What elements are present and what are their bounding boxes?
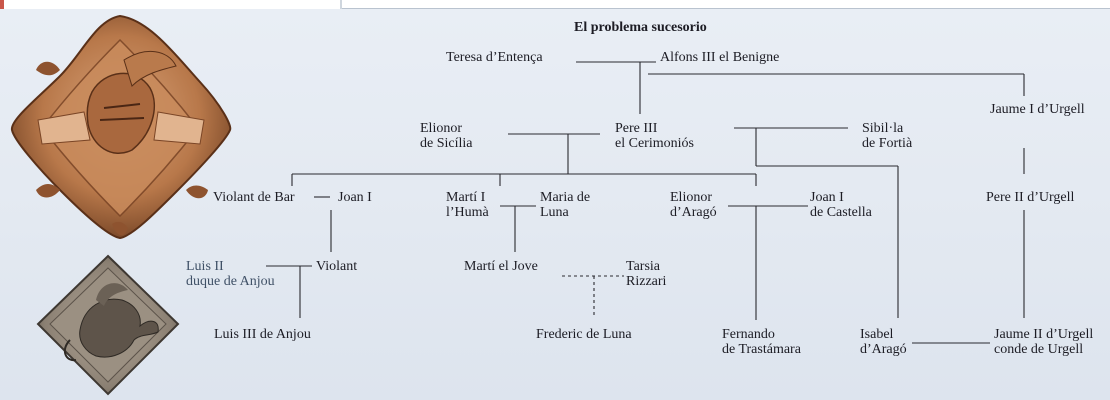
diagram-title: El problema sucesorio bbox=[574, 20, 707, 35]
person-marti-jove: Martí el Jove bbox=[464, 259, 538, 274]
top-white-strip bbox=[0, 0, 342, 9]
dragon-relief-tile bbox=[36, 254, 180, 396]
carved-heraldic-boss bbox=[10, 14, 232, 240]
person-pere2-urgell: Pere II d’Urgell bbox=[986, 190, 1075, 205]
person-violant-bar: Violant de Bar bbox=[213, 190, 295, 205]
person-luis3-anjou: Luis III de Anjou bbox=[214, 327, 311, 342]
person-joan1: Joan I bbox=[338, 190, 372, 205]
top-left-accent bbox=[0, 0, 4, 9]
person-alfons: Alfons III el Benigne bbox=[660, 50, 780, 65]
person-jaume1-urgell: Jaume I d’Urgell bbox=[990, 102, 1085, 117]
person-teresa: Teresa d’Entença bbox=[446, 50, 543, 65]
person-violant: Violant bbox=[316, 259, 358, 274]
person-frederic-luna: Frederic de Luna bbox=[536, 327, 632, 342]
